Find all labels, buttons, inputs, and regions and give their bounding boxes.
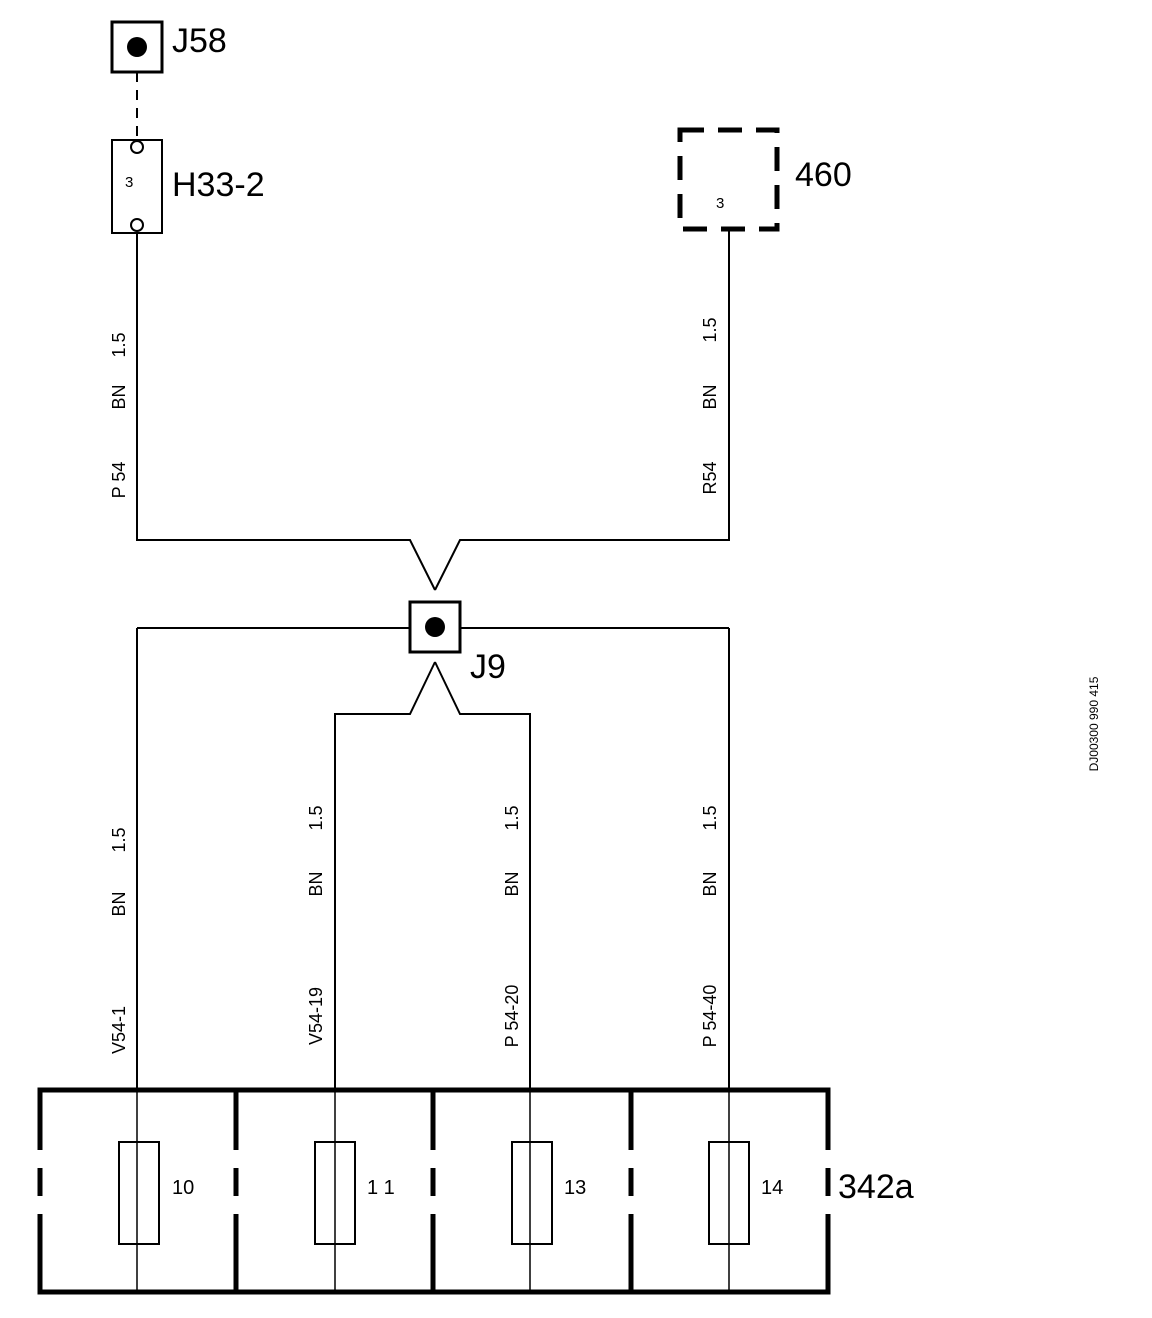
reference-code: DJ00300 990 415 — [1087, 676, 1101, 771]
wire-label-v54-1: 1.5 BN V54-1 — [109, 827, 129, 1054]
lower-wires — [136, 628, 730, 1090]
component-460 — [677, 127, 780, 232]
wire-v54-1-size: 1.5 — [109, 827, 129, 852]
wire-p54-size: 1.5 — [109, 332, 129, 357]
wire-label-p54-40: 1.5 BN P 54-40 — [700, 805, 720, 1047]
wire-p54-20-id: P 54-20 — [502, 985, 522, 1048]
wire-p54-20-color: BN — [502, 871, 522, 896]
wire-p54-40-color: BN — [700, 871, 720, 896]
wire-p54-40-size: 1.5 — [700, 805, 720, 830]
wire-p54-20-size: 1.5 — [502, 805, 522, 830]
j58-label: J58 — [172, 22, 227, 60]
fuse-13-label: 13 — [564, 1177, 586, 1199]
wire-v54-1-id: V54-1 — [109, 1006, 129, 1054]
j9-splice — [137, 600, 729, 654]
wire-p54-40-id: P 54-40 — [700, 985, 720, 1048]
fuse-11-label: 1 1 — [367, 1177, 395, 1199]
fuse-13 — [511, 1141, 553, 1245]
wire-v54-19-id: V54-19 — [306, 987, 326, 1045]
wire-label-v54-19: 1.5 BN V54-19 — [306, 805, 326, 1045]
component-460-pin: 3 — [716, 195, 724, 212]
fuse-box — [35, 1087, 833, 1295]
upper-wires — [136, 229, 730, 591]
wire-v54-19-size: 1.5 — [306, 805, 326, 830]
j9-label: J9 — [470, 648, 506, 686]
h33-2-pin: 3 — [125, 174, 133, 191]
j58-connector — [110, 20, 164, 74]
wire-r54-id: R54 — [700, 461, 720, 494]
wire-r54-size: 1.5 — [700, 317, 720, 342]
fuse-box-label: 342a — [838, 1168, 914, 1206]
wire-r54-color: BN — [700, 384, 720, 409]
component-460-label: 460 — [795, 156, 852, 194]
wire-label-r54: 1.5 BN R54 — [700, 317, 720, 494]
fuse-14-label: 14 — [761, 1177, 783, 1199]
wire-p54-color: BN — [109, 384, 129, 409]
wire-label-p54: 1.5 BN P 54 — [109, 332, 129, 498]
fuse-10 — [118, 1141, 160, 1245]
wire-label-p54-20: 1.5 BN P 54-20 — [502, 805, 522, 1047]
wire-v54-19-color: BN — [306, 871, 326, 896]
h33-2-label: H33-2 — [172, 166, 265, 204]
wire-v54-1-color: BN — [109, 891, 129, 916]
h33-2-connector — [111, 139, 163, 234]
wire-p54-id: P 54 — [109, 462, 129, 499]
fuse-10-label: 10 — [172, 1177, 194, 1199]
